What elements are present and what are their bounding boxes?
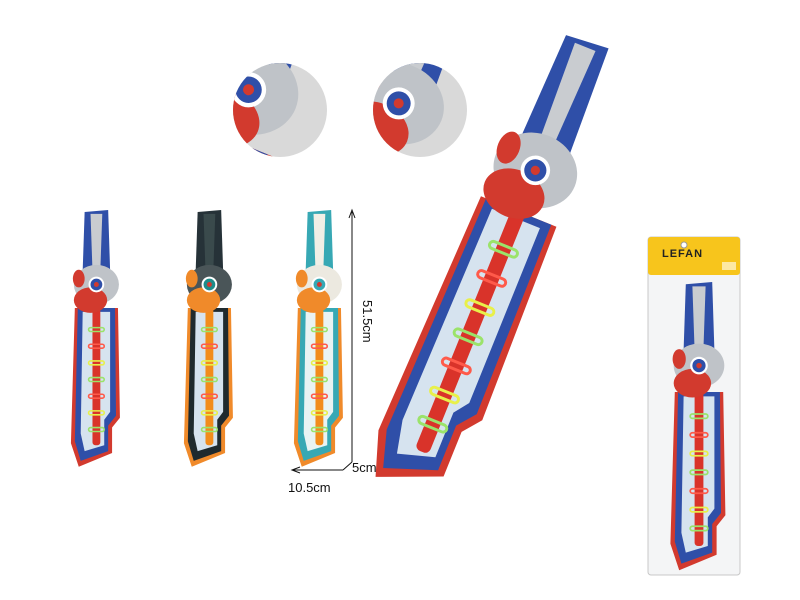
package-header [648,237,740,275]
toy-sword [293,210,343,467]
toy-sword [183,210,233,467]
dimension-lines [290,208,356,474]
height-dimension: 51.5cm [360,300,375,343]
package-brand-logo: LEFAN [662,248,704,260]
depth-dimension: 5cm [352,460,377,475]
package [647,236,741,576]
toy-sword [670,282,726,571]
toy-sword [375,35,609,477]
toy-sword [70,210,120,467]
width-dimension: 10.5cm [288,480,331,495]
